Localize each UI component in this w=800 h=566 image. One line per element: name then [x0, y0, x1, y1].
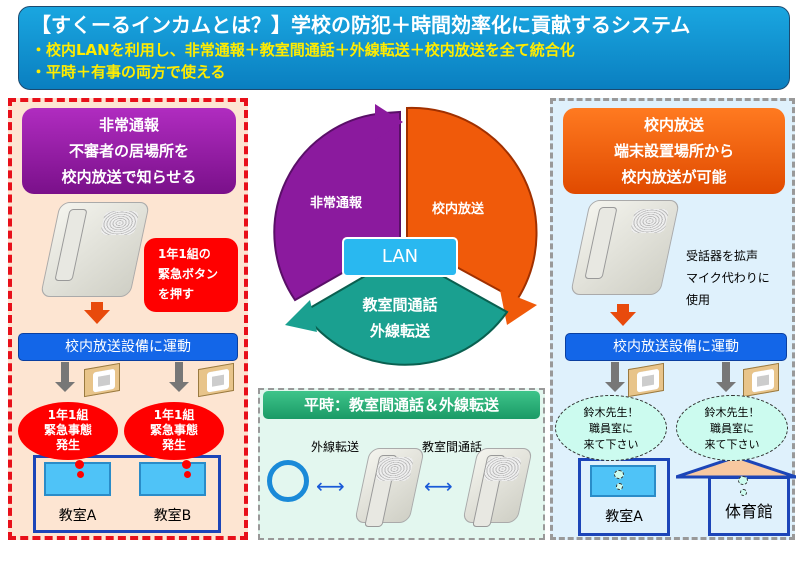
callout-line: 緊急ボタン [158, 267, 219, 281]
broadcast-title: 校内放送 端末設置場所から 校内放送が可能 [563, 108, 785, 194]
callout-line: を押す [158, 287, 195, 301]
segment-label-emergency: 非常通報 [309, 196, 362, 211]
lan-arrowhead [285, 300, 317, 332]
cloud-line: 来て下さい [583, 438, 639, 451]
cloud-tail [182, 460, 191, 469]
alert-cloud: 1年1組緊急事態発生 [124, 402, 224, 460]
title-line: 校内放送が可能 [621, 168, 727, 186]
handset-note: 受話器を拡声 マイク代わりに 使用 [686, 245, 770, 311]
down-arrow-icon [610, 304, 636, 326]
double-arrow-icon: ⟷ [316, 474, 345, 498]
down-arrow-icon [169, 362, 189, 392]
lan-segment [301, 252, 509, 366]
cloud-tail [740, 489, 747, 496]
room-label: 体育館 [724, 502, 773, 521]
title-line: 校内放送 [643, 116, 704, 134]
cloud-line: 緊急事態 [149, 423, 198, 437]
down-arrow-icon [605, 362, 625, 392]
cloud-tail [184, 471, 191, 478]
down-arrow-icon [84, 302, 110, 324]
cloud-tail [614, 470, 624, 479]
cloud-line: 職員室に [589, 422, 633, 435]
cloud-line: 発生 [55, 438, 80, 452]
classroom-call-label: 教室間通話 [421, 440, 482, 454]
cloud-line: 1年1組 [47, 408, 89, 422]
header-banner: 【すくーるインカムとは？】学校の防犯＋時間効率化に貢献するシステム ・校内LAN… [18, 6, 790, 90]
cloud-tail [616, 483, 623, 490]
classroom-window [590, 465, 656, 497]
callout-line: 1年1組の [158, 247, 211, 261]
cloud-line: 鈴木先生！ [704, 406, 760, 419]
cloud-tail [77, 471, 84, 478]
cloud-line: 発生 [161, 438, 186, 452]
note-line: マイク代わりに [686, 271, 770, 285]
header-bullet-2: ・平時＋有事の両方で使える [31, 63, 226, 81]
double-arrow-icon: ⟷ [424, 474, 453, 498]
ntt-logo-icon [267, 460, 309, 502]
normal-time-title: 平時：教室間通話＆外線転送 [263, 391, 540, 419]
broadcast-link-bar: 校内放送設備に運動 [18, 333, 238, 361]
cloud-tail [75, 460, 84, 469]
title-line: 端末設置場所から [613, 142, 734, 160]
announcement-cloud: 鈴木先生！ 職員室に来て下さい [676, 395, 788, 461]
classroom-building [33, 455, 221, 533]
room-label: 教室B [153, 508, 192, 524]
note-line: 受話器を拡声 [686, 249, 759, 263]
down-arrow-icon [55, 362, 75, 392]
emergency-title: 非常通報 不審者の居場所を 校内放送で知らせる [22, 108, 236, 194]
segment-label-broadcast: 校内放送 [431, 202, 484, 217]
cloud-tail [738, 476, 748, 485]
announcement-cloud: 鈴木先生！ 職員室に来て下さい [555, 395, 667, 461]
title-line: 校内放送で知らせる [61, 168, 197, 186]
cloud-line: 1年1組 [153, 408, 195, 422]
segment-line: 外線転送 [369, 322, 430, 340]
lan-hub: LAN [342, 237, 458, 277]
header-title: 【すくーるインカムとは？】学校の防犯＋時間効率化に貢献するシステム [31, 13, 691, 37]
cloud-line: 職員室に [710, 422, 754, 435]
alert-cloud: 1年1組緊急事態発生 [18, 402, 118, 460]
segment-label-lan: 教室間通話 外線転送 [340, 292, 460, 344]
down-arrow-icon [716, 362, 736, 392]
room-label: 教室A [58, 508, 97, 524]
emergency-button-callout: 1年1組の 緊急ボタン を押す [144, 238, 238, 312]
segment-line: 教室間通話 [362, 296, 438, 314]
header-bullet-1: ・校内LANを利用し、非常通報＋教室間通話＋外線転送＋校内放送を全て統合化 [31, 41, 575, 59]
gym-building [708, 476, 790, 536]
note-line: 使用 [686, 293, 711, 307]
broadcast-link-bar: 校内放送設備に運動 [565, 333, 787, 361]
cloud-line: 緊急事態 [43, 423, 92, 437]
title-line: 非常通報 [98, 116, 159, 134]
outside-transfer-label: 外線転送 [310, 440, 359, 454]
cloud-line: 鈴木先生！ [583, 406, 639, 419]
room-label: 教室A [605, 509, 643, 525]
classroom-window [139, 462, 206, 496]
title-line: 不審者の居場所を [68, 142, 189, 160]
emergency-arrowhead [375, 104, 403, 140]
cloud-line: 来て下さい [704, 438, 760, 451]
broadcast-arrowhead [500, 290, 537, 325]
